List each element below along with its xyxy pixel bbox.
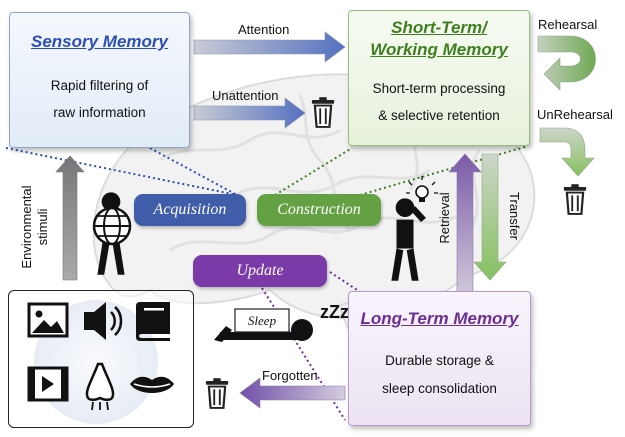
long-term-memory-line2: sleep consolidation [382, 381, 497, 396]
attention-label: Attention [238, 22, 290, 37]
environmental-line1: Environmental [19, 185, 34, 269]
rehearsal-arrow [537, 35, 596, 91]
trash-icon [563, 184, 587, 215]
sensory-memory-box: Sensory Memory Rapid filtering of raw in… [9, 12, 190, 148]
sensory-memory-line2: raw information [53, 105, 146, 120]
retrieval-arrow [448, 153, 482, 297]
transfer-arrow [473, 153, 507, 281]
transfer-label: Transfer [507, 192, 522, 240]
lightbulb-icon [406, 176, 438, 202]
attention-arrow [193, 31, 346, 63]
working-memory-title-1: Short-Term/ [391, 18, 487, 37]
working-memory-box: Short-Term/ Working Memory Short-term pr… [348, 10, 530, 146]
acquisition-pill: Acquisition [134, 194, 246, 226]
long-term-memory-line1: Durable storage & [385, 353, 494, 368]
thinking-person-icon [391, 176, 438, 281]
construction-pill: Construction [257, 194, 381, 226]
zzz-label: zZz [320, 302, 349, 322]
working-memory-title-2: Working Memory [370, 40, 508, 59]
long-term-memory-box: Long-Term Memory Durable storage & sleep… [348, 291, 531, 426]
person-with-globe-icon [92, 192, 132, 275]
trash-icon [205, 378, 229, 409]
update-pill: Update [193, 255, 327, 287]
forgotten-arrow [239, 377, 346, 409]
rehearsal-label: Rehearsal [538, 17, 598, 32]
unrehearsal-label: UnRehearsal [537, 107, 613, 122]
unattention-label: Unattention [212, 88, 279, 103]
working-memory-line2: & selective retention [378, 108, 500, 123]
sensory-memory-line1: Rapid filtering of [50, 78, 149, 93]
forgotten-label: Forgotten [262, 368, 318, 383]
globe-icon [92, 206, 132, 246]
unrehearsal-arrow [539, 127, 595, 177]
sleep-label: Sleep [247, 313, 277, 328]
environmental-stimuli-label: Environmental stimuli [19, 177, 53, 277]
environmental-arrow [55, 155, 85, 281]
unattention-arrow [193, 97, 306, 129]
sleeping-person-icon [214, 308, 313, 342]
sensory-memory-title: Sensory Memory [31, 32, 168, 51]
retrieval-label: Retrieval [437, 192, 452, 244]
working-memory-line1: Short-term processing [372, 81, 506, 96]
senses-panel [8, 290, 194, 428]
environmental-line2: stimuli [35, 208, 50, 246]
long-term-memory-title: Long-Term Memory [360, 309, 519, 328]
